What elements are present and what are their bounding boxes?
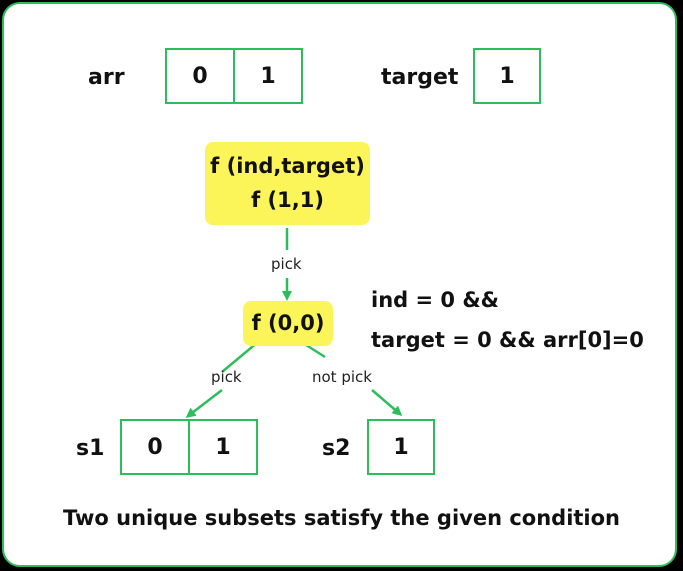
target-cell: 1 [473, 48, 541, 104]
edge-label-not-pick-right: not pick [312, 368, 372, 386]
s1-cell-0: 0 [120, 419, 190, 475]
edge-right-bottom [371, 389, 403, 416]
edge-label-pick-root: pick [271, 255, 302, 273]
root-node-call: f (1,1) [251, 187, 324, 212]
s2-label: s2 [322, 436, 351, 461]
child-node: f (0,0) [243, 301, 333, 346]
arr-cell-1: 1 [233, 48, 303, 104]
root-node: f (ind,target) f (1,1) [205, 142, 370, 225]
edge-left-bottom [185, 389, 223, 418]
arr-label: arr [88, 65, 125, 90]
child-node-call: f (0,0) [251, 310, 325, 335]
diagram-frame [2, 2, 677, 567]
caption: Two unique subsets satisfy the given con… [62, 506, 621, 530]
condition-line-1: ind = 0 && [371, 288, 499, 312]
condition-line-2: target = 0 && arr[0]=0 [371, 328, 644, 352]
arr-cell-0: 0 [165, 48, 235, 104]
root-node-signature: f (ind,target) [210, 153, 365, 178]
s2-cell-0: 1 [367, 419, 435, 475]
s1-cell-1: 1 [188, 419, 258, 475]
target-label: target [381, 65, 459, 90]
edge-left-top [221, 341, 259, 373]
edge-label-pick-left: pick [211, 368, 242, 386]
s1-label: s1 [76, 436, 105, 461]
